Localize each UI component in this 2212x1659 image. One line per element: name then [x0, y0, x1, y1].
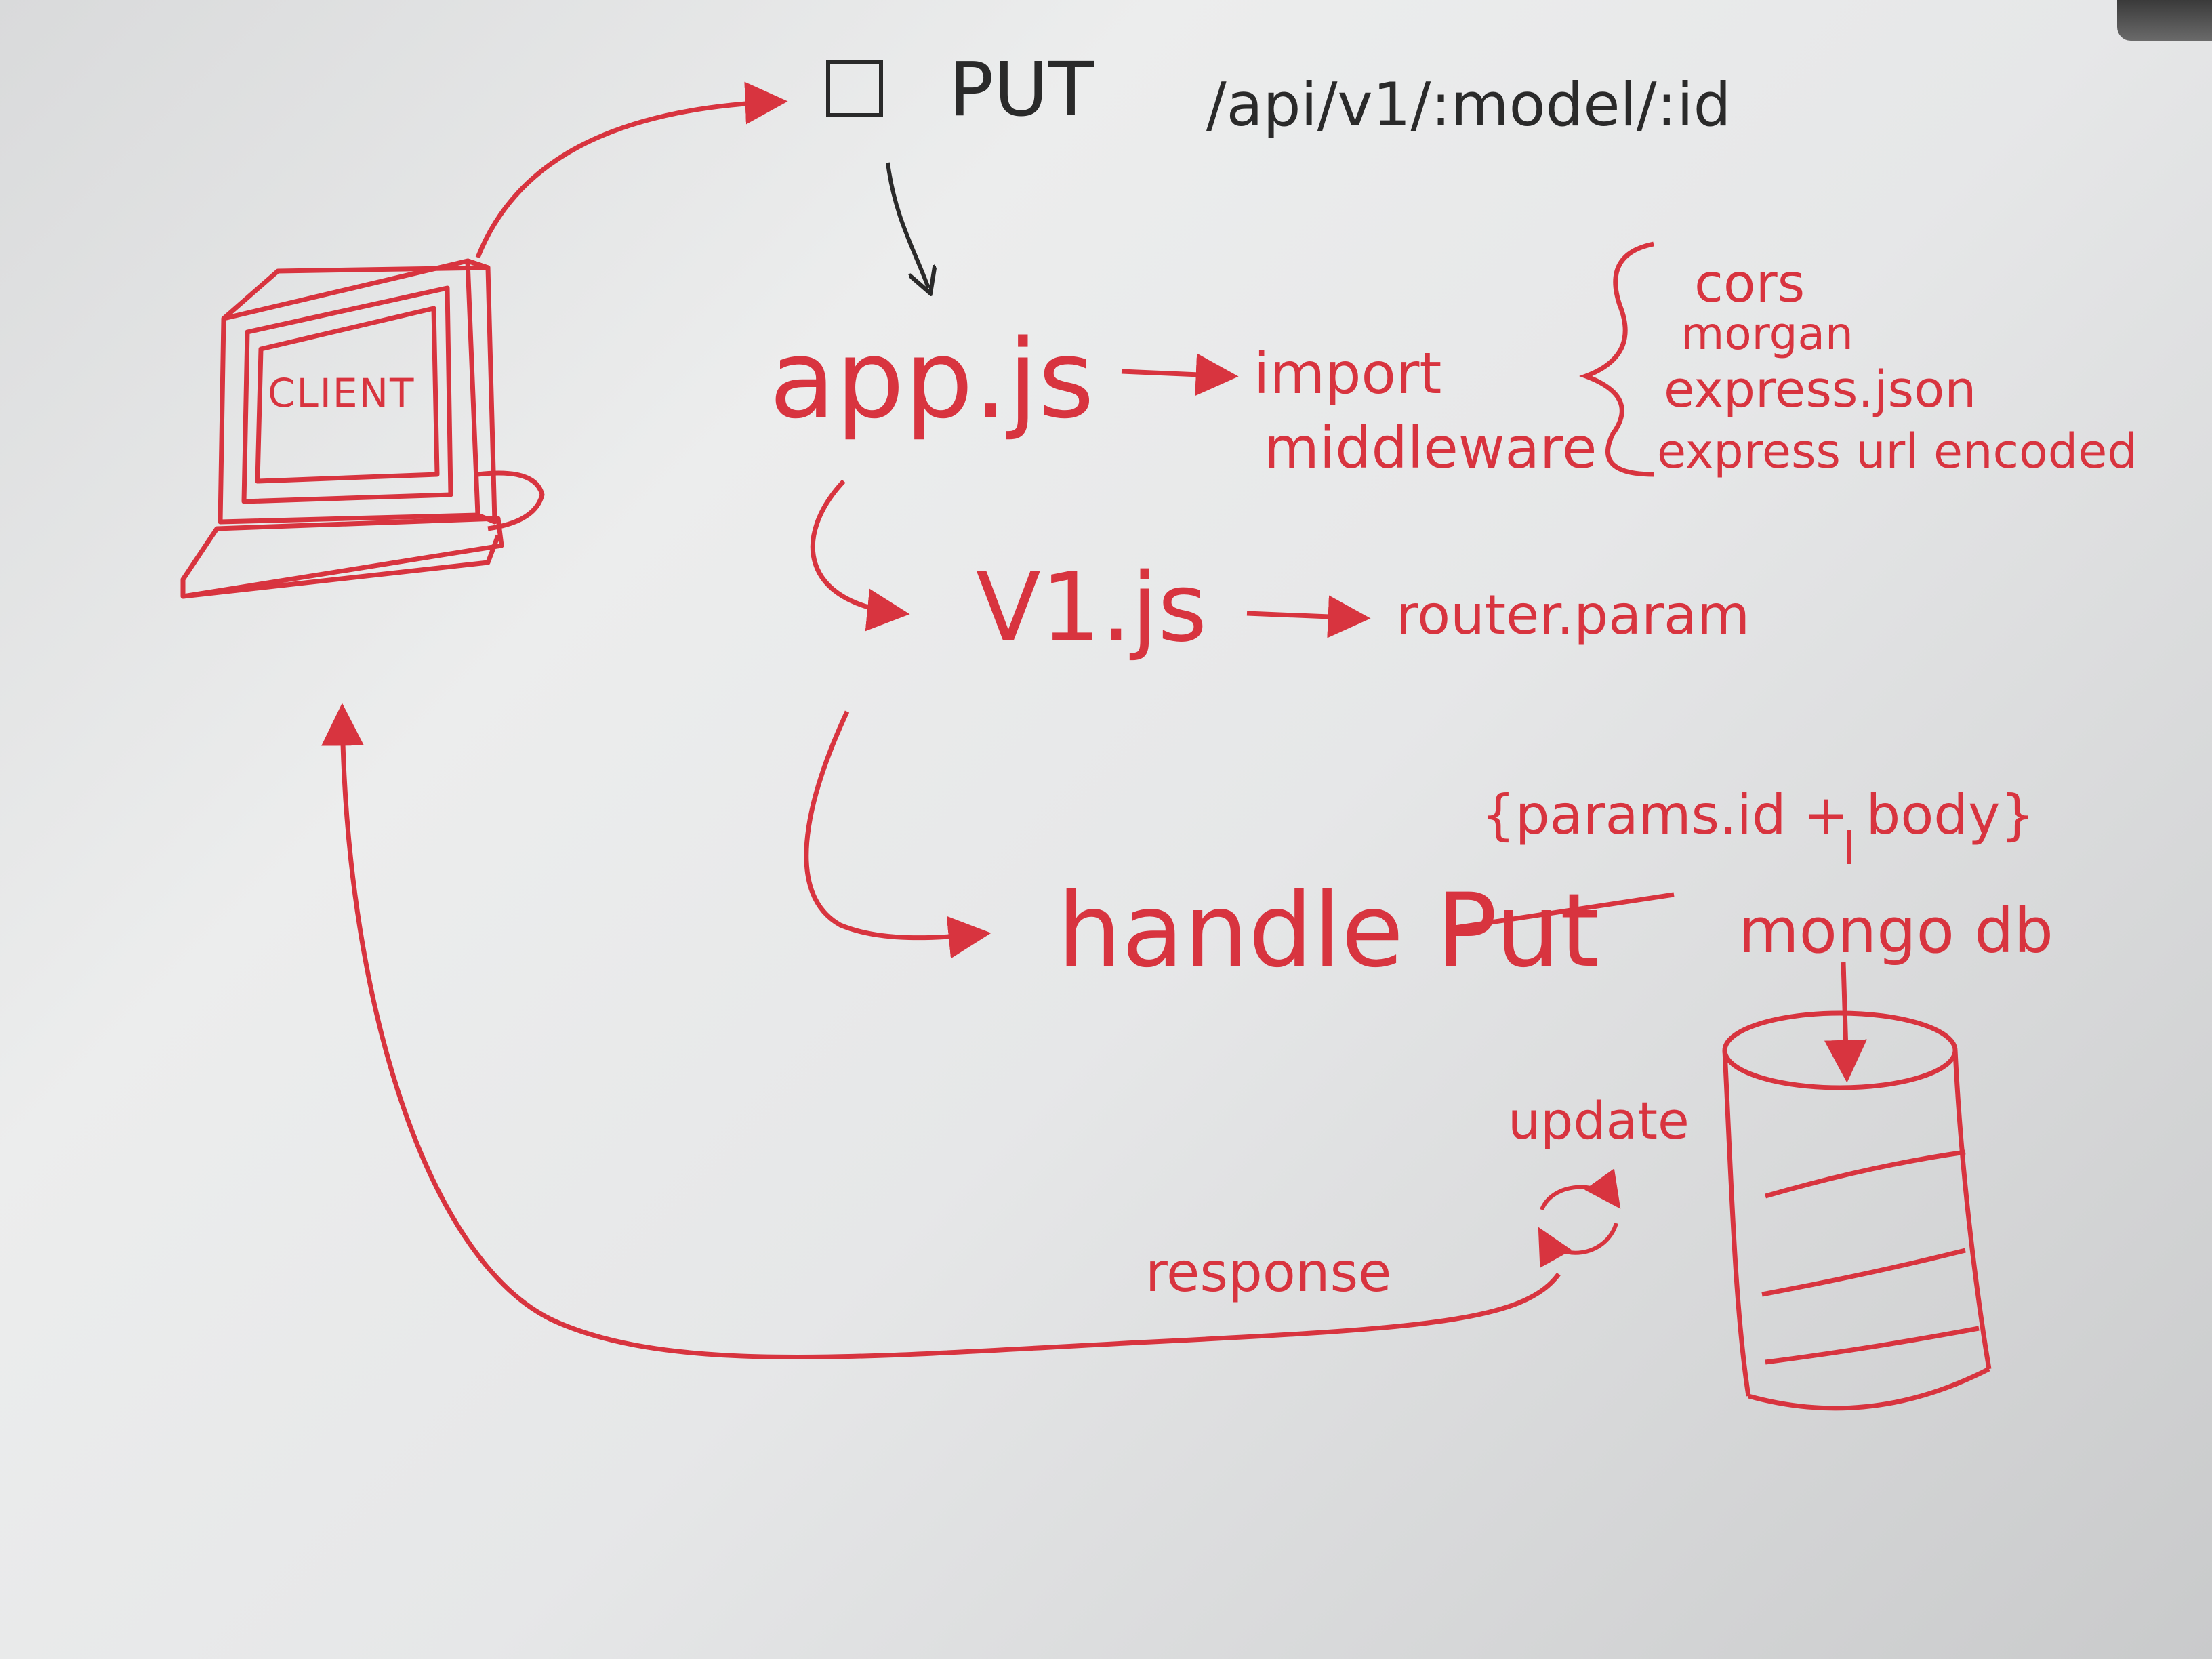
- request-method: PUT: [949, 46, 1094, 133]
- app-to-import-arrow: [1121, 353, 1239, 396]
- middleware-item: express.json: [1664, 361, 1976, 419]
- client-label: CLIENT: [268, 370, 415, 416]
- refresh-icon: [1538, 1168, 1621, 1268]
- handler-node: handle Put: [1057, 872, 1600, 990]
- update-label: update: [1508, 1090, 1689, 1151]
- app-action-line1: import: [1254, 340, 1441, 407]
- v1-action: router.param: [1396, 583, 1750, 647]
- request-path: /api/v1/:model/:id: [1206, 70, 1732, 140]
- whiteboard-frame: [2117, 0, 2212, 41]
- db-label: mongo db: [1738, 895, 2053, 967]
- middleware-item: express url encoded: [1657, 424, 2137, 479]
- v1-node: V1.js: [976, 553, 1207, 663]
- client-to-request-arrow: [475, 81, 788, 259]
- v1-to-router-arrow: [1246, 595, 1371, 638]
- checkbox-icon: [826, 60, 883, 117]
- middleware-brace: [1579, 241, 1654, 477]
- middleware-item: cors: [1694, 253, 1805, 314]
- response-arrow: [321, 703, 1561, 1359]
- label-to-db-arrow: [1824, 962, 1867, 1083]
- v1-to-handler-arrow: [804, 710, 991, 959]
- app-action-line2: middleware: [1264, 415, 1597, 481]
- app-to-v1-arrow: [810, 479, 910, 632]
- database-icon: [1722, 1010, 1992, 1411]
- app-node: app.js: [769, 316, 1094, 443]
- middleware-item: morgan: [1681, 308, 1853, 360]
- computer-icon: [180, 258, 545, 599]
- response-label: response: [1145, 1241, 1391, 1304]
- request-to-app-arrow: [886, 162, 928, 288]
- handler-input: {params.id + body}: [1481, 783, 2034, 846]
- handler-to-db-line: [1450, 892, 1675, 931]
